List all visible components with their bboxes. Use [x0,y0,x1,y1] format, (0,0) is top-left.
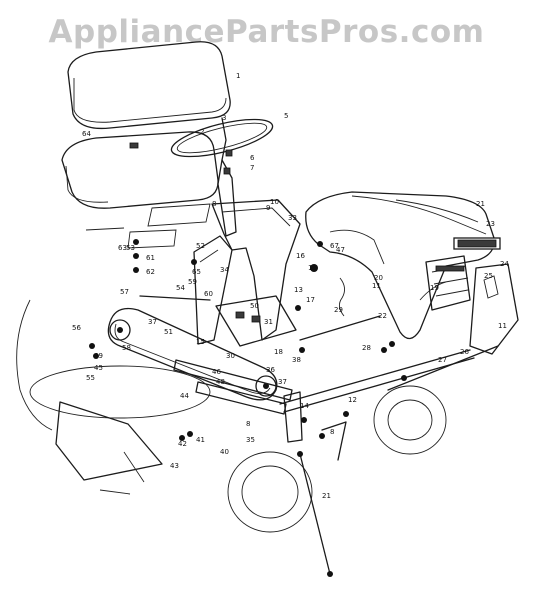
callout-58: 58 [122,344,131,352]
front-panel[interactable] [469,263,519,355]
callout-12: 12 [348,396,357,404]
callout-60: 60 [204,290,213,298]
callout-25: 25 [484,272,493,280]
rear-wheel[interactable] [16,299,211,431]
callout-23: 23 [486,220,495,228]
callout-30: 30 [226,352,235,360]
callout-16: 16 [296,252,305,260]
callout-8c: 8 [330,428,334,436]
steering-wheel[interactable] [168,112,276,164]
callout-42: 42 [178,440,187,448]
callout-59: 59 [188,278,197,286]
spindle-bracket[interactable] [283,391,347,461]
callout-63: 63 [118,244,127,252]
callout-24: 24 [500,260,509,268]
callout-26: 26 [460,348,469,356]
callout-61: 61 [146,254,155,262]
callout-49: 49 [94,352,103,360]
callout-27: 27 [438,356,447,364]
steering-column[interactable] [217,149,237,237]
callout-22: 22 [378,312,387,320]
callout-15b: 15 [196,338,205,346]
callout-54: 54 [176,284,185,292]
seat-pan[interactable] [61,131,219,209]
callout-33: 33 [288,214,297,222]
front-axle[interactable] [279,349,475,413]
callout-52: 52 [196,242,205,250]
callout-labels: 1 2 3 5 6 7 8 8 8 9 10 11 11 12 13 14 15… [72,72,509,500]
seat-cushion[interactable] [67,41,231,130]
callout-8a: 8 [212,200,216,208]
callout-17: 17 [306,296,315,304]
callout-28: 28 [362,344,371,352]
callout-35: 35 [246,436,255,444]
callout-57: 57 [120,288,129,296]
callout-15a: 15 [308,264,317,272]
site-watermark: AppliancePartsPros.com [48,14,485,50]
callout-38: 38 [292,356,301,364]
tie-rod[interactable] [387,345,499,391]
callout-5: 5 [284,112,288,120]
drag-link[interactable] [297,451,333,577]
callout-19: 19 [430,284,439,292]
callout-53: 53 [126,244,135,252]
callout-37b: 37 [278,378,287,386]
callout-9: 9 [266,204,270,212]
front-emblem[interactable] [453,237,501,250]
hardware [89,239,407,495]
callout-56: 56 [72,324,81,332]
callout-29: 29 [334,306,343,314]
callout-6: 6 [250,154,255,162]
engine-plate[interactable] [215,295,297,347]
callout-51: 51 [164,328,173,336]
callout-47: 47 [336,246,345,254]
front-wheel-right[interactable] [373,385,447,455]
callout-20: 20 [374,274,383,282]
callout-2: 2 [200,128,204,136]
callout-21a: 21 [476,200,485,208]
callout-8b: 8 [246,420,250,428]
callout-11b: 11 [372,282,381,290]
callout-18: 18 [274,348,283,356]
chain-rail[interactable] [173,359,293,415]
callout-3: 3 [222,114,226,122]
front-grille[interactable] [425,255,471,311]
callout-10: 10 [270,198,279,206]
callout-36: 36 [266,366,275,374]
callout-46: 46 [212,368,221,376]
callout-31: 31 [264,318,273,326]
callout-14: 14 [300,402,309,410]
callout-45: 45 [94,364,103,372]
front-wheel-left[interactable] [227,451,313,533]
callout-11a: 11 [498,322,507,330]
callout-67: 67 [330,242,339,250]
callout-62: 62 [146,268,155,276]
drive-belt[interactable] [107,307,278,401]
callout-13: 13 [294,286,303,294]
callout-1: 1 [236,72,240,80]
callout-64: 64 [82,130,91,138]
floor-plates [85,203,211,249]
callout-21b: 21 [322,492,331,500]
callout-43: 43 [170,462,179,470]
callout-40: 40 [220,448,229,456]
callout-41: 41 [196,436,205,444]
callout-50: 50 [250,302,259,310]
callout-48: 48 [216,378,225,386]
hood[interactable] [305,191,495,340]
callout-65: 65 [192,268,201,276]
rear-panel[interactable] [55,401,163,481]
callout-34: 34 [220,266,229,274]
main-frame[interactable] [193,199,301,345]
callout-55: 55 [86,374,95,382]
callout-44: 44 [180,392,189,400]
callout-7: 7 [250,164,254,172]
callout-37a: 37 [148,318,157,326]
